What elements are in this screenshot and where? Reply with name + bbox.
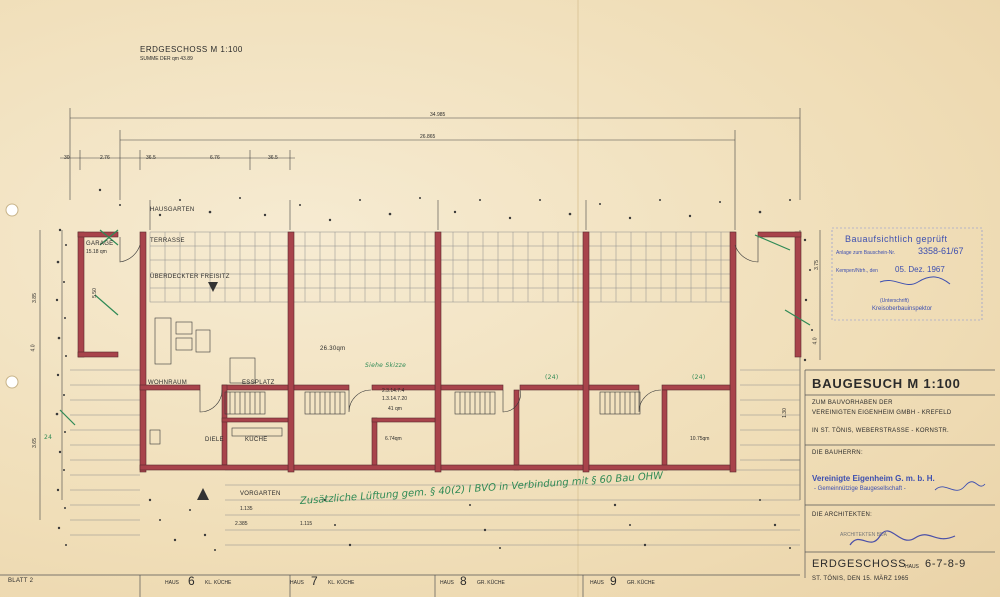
footer-haus9-type: GR. KÜCHE [627, 580, 655, 586]
title-block-line3: IN ST. TÖNIS, WEBERSTRASSE - KORNSTR. [812, 428, 950, 434]
title-block-architekten: DIE ARCHITEKTEN: [812, 512, 873, 518]
stamp-date: 05. Dez. 1967 [895, 265, 945, 274]
dim-overall: 34.985 [430, 112, 446, 118]
dim-bottom3: 1.115 [300, 521, 313, 527]
label-calc3: 41 qm [388, 406, 402, 412]
title-block-date: ST. TÖNIS, DEN 15. MÄRZ 1965 [812, 576, 909, 582]
footer-haus6-type: KL. KÜCHE [205, 580, 232, 586]
footer-haus7-num: 7 [311, 574, 319, 588]
dim-bottom1: 1.135 [240, 506, 253, 512]
label-essplatz: ESSPLATZ [242, 380, 275, 386]
label-hausgarten: HAUSGARTEN [150, 207, 195, 213]
label-wohnraum: WOHNRAUM [148, 380, 188, 386]
firm-signature [934, 481, 986, 491]
dim-seg3: 36.5 [146, 155, 156, 161]
stamp-kempen-label: Kempen/Ntrh., den [836, 268, 878, 274]
footer-haus8-label: HAUS [440, 580, 454, 586]
title-block-arch-line: ARCHITEKTEN BDA [840, 532, 887, 538]
stamp-title: Bauaufsichtlich geprüft [845, 234, 948, 244]
stairs [224, 391, 641, 415]
title-block-line1: ZUM BAUVORHABEN DER [812, 400, 893, 406]
green-check-marks [59, 229, 811, 426]
footer-haus8-num: 8 [460, 574, 468, 588]
annotation-siehe-skizze: Siehe Skizze [365, 362, 407, 369]
dim-seg5: 36.5 [268, 155, 278, 161]
title-block-frame [0, 369, 995, 597]
footer-haus6-num: 6 [188, 574, 196, 588]
dim-seg4: 6.76 [210, 155, 220, 161]
footer-haus7-type: KL. KÜCHE [328, 580, 355, 586]
label-freisitz: ÜBERDECKTER FREISITZ [150, 274, 230, 280]
label-area-6: 6.74qm [385, 436, 402, 442]
title-block-haus-numbers: 6-7-8-9 [925, 558, 967, 570]
dim-seg1: 30 [64, 155, 70, 161]
approval-stamp-border [831, 227, 983, 321]
title-block-bauherrn: DIE BAUHERRN: [812, 450, 863, 456]
label-kueche: KÜCHE [245, 437, 268, 443]
dim-bottom2: 2.385 [235, 521, 248, 527]
stamp-signature [879, 276, 951, 286]
firm-stamp-line1: Vereinigte Eigenheim G. m. b. H. [812, 474, 935, 483]
terrace-paving-grid [149, 231, 736, 303]
title-block-haus-label: HAUS [905, 564, 919, 570]
punch-hole-top [5, 203, 19, 217]
stamp-office: Kreisoberbauinspektor [872, 306, 933, 312]
footer-blatt: BLATT 2 [8, 578, 34, 584]
drawing-subtitle: SUMME DER qm 43.89 [140, 56, 193, 62]
firm-stamp-line2: - Gemeinnützige Baugesellschaft - [814, 486, 906, 492]
label-garage: GARAGE [86, 241, 114, 247]
footer-haus9-label: HAUS [590, 580, 604, 586]
title-block-baugesuch: BAUGESUCH M 1:100 [812, 376, 961, 391]
label-vorgarten: VORGARTEN [240, 491, 281, 497]
title-block-erdgeschoss: ERDGESCHOSS [812, 558, 907, 570]
marker-triangle-top [208, 282, 218, 292]
furniture-haus-6 [149, 317, 283, 445]
dim-seg2: 2.76 [100, 155, 110, 161]
footer-haus8-type: GR. KÜCHE [477, 580, 505, 586]
label-room24-a: (24) [545, 374, 559, 381]
stamp-role: (Unterschrift) [880, 298, 909, 304]
annotation-mark: 24 [44, 434, 53, 441]
label-area-26: 26.30qm [320, 346, 346, 352]
label-calc1: 2.3.14.7.4 [382, 388, 405, 394]
dimension-lines-top [60, 108, 801, 230]
punch-hole-bottom [5, 375, 19, 389]
title-block-line2: VEREINIGTEN EIGENHEIM GMBH - KREFELD [812, 410, 952, 416]
footer-haus7-label: HAUS [290, 580, 304, 586]
door-swings [119, 237, 759, 413]
label-calc2: 1.3.14.7.20 [382, 396, 408, 402]
marker-triangle-bottom [197, 488, 209, 500]
label-room24-b: (24) [692, 374, 706, 381]
hedge-stipple [55, 188, 813, 551]
dim-inner: 26.865 [420, 134, 436, 140]
label-garage-area: 15.18 qm [86, 249, 107, 255]
label-terrasse: TERRASSE [150, 238, 185, 244]
stamp-anlage-nr: 3358-61/67 [918, 246, 964, 256]
label-diele: DIELE [205, 437, 224, 443]
footer-haus6-label: HAUS [165, 580, 179, 586]
stamp-anlage-label: Anlage zum Bauschein-Nr. [836, 250, 896, 256]
architect-signature [849, 530, 956, 546]
walls [77, 231, 802, 473]
footer-haus9-num: 9 [610, 574, 618, 588]
drawing-title: ERDGESCHOSS M 1:100 [140, 45, 243, 54]
label-area-10: 10.75qm [690, 436, 710, 442]
